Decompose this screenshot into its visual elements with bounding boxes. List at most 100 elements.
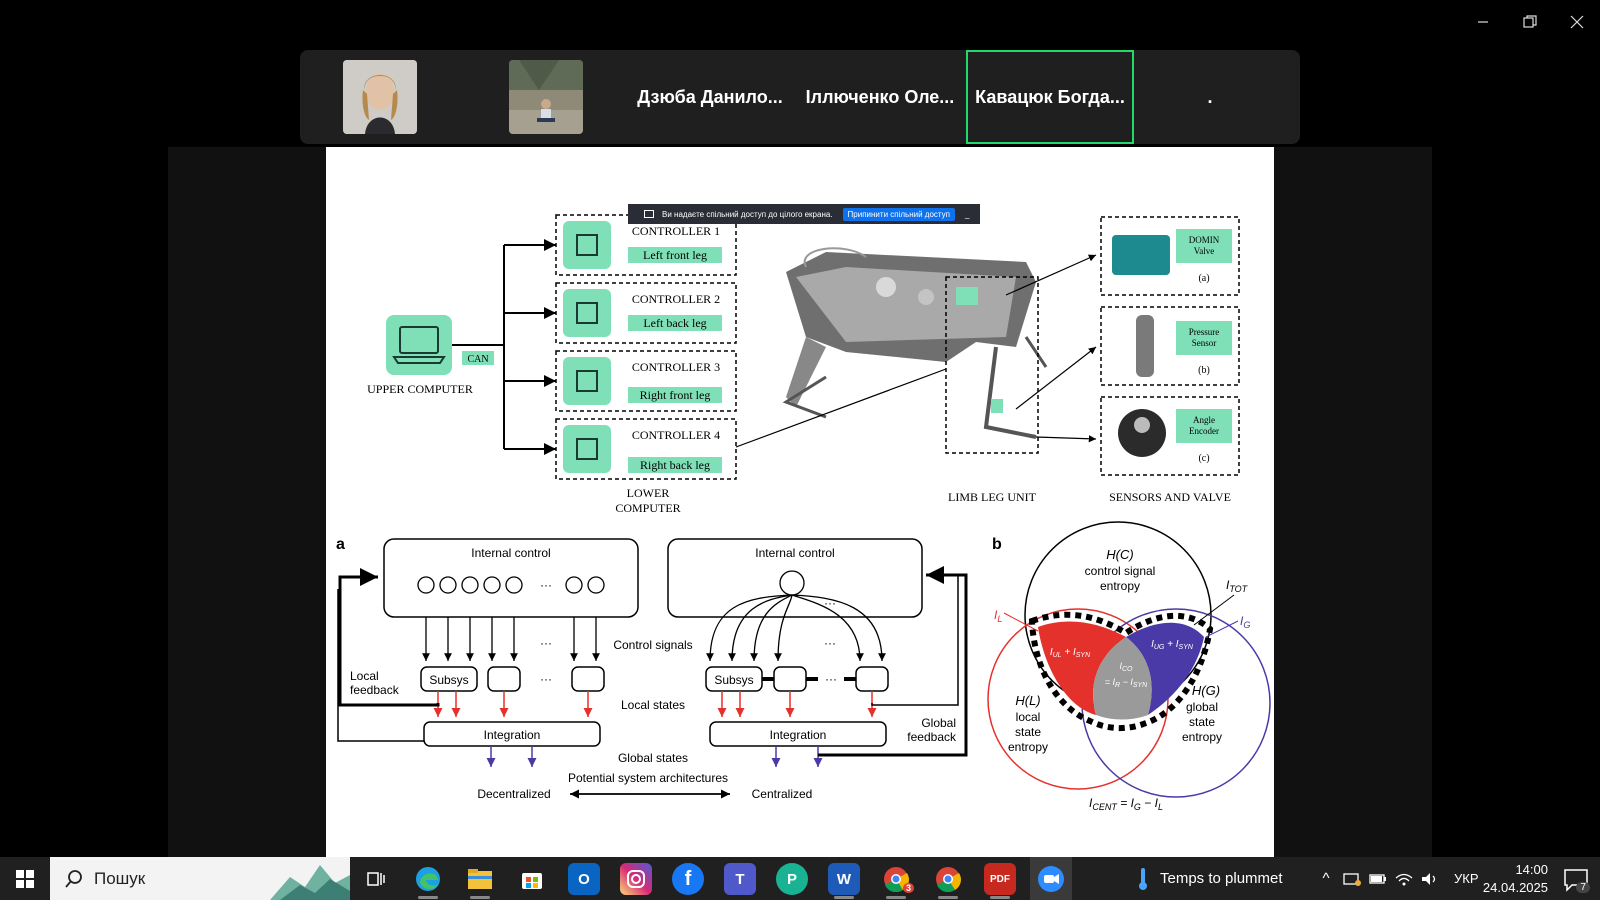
clock-time: 14:00 [1515, 862, 1548, 877]
teams-button[interactable]: T [724, 863, 756, 895]
subsys-label: Subsys [429, 673, 468, 687]
participant-name: Іллюченко Оле... [805, 86, 955, 107]
close-icon [1570, 15, 1583, 29]
restore-button[interactable] [1506, 0, 1553, 44]
picsart-button[interactable]: P [776, 863, 808, 895]
panel-a: a Internal control ··· ··· Subsys [336, 536, 968, 801]
participant-avatar [343, 60, 417, 134]
integration-label: Integration [484, 728, 541, 742]
robot-illustration [782, 247, 1048, 439]
potential-arch-label: Potential system architectures [568, 771, 728, 785]
file-explorer-button[interactable] [464, 863, 496, 899]
central-lens [1093, 637, 1152, 720]
participant-name-tile[interactable]: . [1180, 50, 1240, 144]
search-highlight-art [270, 865, 350, 900]
task-view-icon [367, 872, 385, 886]
meet-now-icon[interactable] [1342, 871, 1362, 887]
participant-name-tile[interactable]: Дзюба Данило... [630, 50, 790, 144]
instagram-button[interactable] [620, 863, 652, 895]
share-banner-text: Ви надаєте спільний доступ до цілого екр… [662, 209, 833, 219]
participant-avatar [509, 60, 583, 134]
chip-icon [576, 438, 598, 460]
laptop-icon [399, 326, 439, 354]
picsart-icon: P [786, 870, 797, 888]
decentralized-label: Decentralized [477, 787, 550, 801]
system-tray: ^ УКР [1316, 857, 1479, 900]
sensors-valve-label: SENSORS AND VALVE [1109, 490, 1231, 504]
minimize-icon [1477, 21, 1488, 23]
file-explorer-icon [468, 869, 492, 889]
minimize-button[interactable] [1459, 0, 1506, 44]
show-hidden-icon[interactable]: ^ [1322, 870, 1330, 887]
itot-label: ITOT [1226, 578, 1249, 594]
language-indicator[interactable]: УКР [1454, 871, 1479, 886]
windows-logo-icon [16, 869, 34, 888]
shared-slide: UPPER COMPUTER CAN CONTROLLER 1 Left fro… [326, 147, 1274, 857]
participant-name: Дзюба Данило... [637, 86, 783, 107]
outlook-icon: O [578, 870, 590, 888]
upper-computer-label: UPPER COMPUTER [367, 382, 473, 396]
limb-leg-unit-label: LIMB LEG UNIT [948, 490, 1037, 504]
taskbar-search-box[interactable]: Пошук [50, 857, 350, 900]
store-button[interactable] [516, 863, 548, 895]
banner-more-button[interactable]: _ [964, 209, 970, 219]
controller-title: CONTROLLER 4 [632, 428, 720, 442]
active-speaker-tile[interactable]: Кавацюк Богда... [966, 50, 1134, 144]
facebook-button[interactable]: f [672, 863, 704, 895]
pdf-button[interactable]: PDF [984, 863, 1016, 899]
controller-leg: Right front leg [640, 388, 711, 402]
il-label: IL [994, 608, 1002, 624]
search-icon [65, 869, 82, 888]
chrome-icon [884, 867, 909, 892]
control-signals-label: Control signals [613, 638, 692, 652]
task-view-button[interactable] [360, 863, 392, 895]
formula-label: ICENT = IG − IL [1089, 796, 1163, 812]
chrome-badge: 3 [902, 883, 914, 893]
share-banner: Ви надаєте спільний доступ до цілого екр… [628, 204, 980, 224]
local-lens [1038, 621, 1126, 715]
ellipsis: ··· [824, 596, 836, 610]
volume-icon[interactable] [1420, 871, 1440, 887]
centralized-label: Centralized [752, 787, 813, 801]
sensor-tag: (b) [1198, 365, 1210, 376]
participant-video-tile[interactable] [506, 50, 586, 144]
wifi-icon[interactable] [1394, 871, 1414, 887]
can-label: CAN [467, 354, 488, 365]
outlook-button[interactable]: O [568, 863, 600, 895]
subsys-label: Subsys [714, 673, 753, 687]
word-icon: W [836, 870, 852, 888]
search-placeholder: Пошук [94, 868, 146, 888]
global-states-label: Global states [618, 751, 688, 765]
participant-name-tile[interactable]: Іллюченко Оле... [800, 50, 960, 144]
notification-icon [1564, 869, 1588, 892]
edge-button[interactable] [412, 863, 444, 899]
close-button[interactable] [1553, 0, 1600, 44]
pdf-icon: PDF [990, 873, 1010, 885]
zoom-button[interactable] [1030, 857, 1072, 900]
controller-leg: Right back leg [640, 458, 710, 472]
taskbar-clock[interactable]: 14:00 24.04.2025 [1483, 861, 1548, 897]
stop-share-button[interactable]: Припинити спільний доступ [842, 207, 955, 221]
weather-widget[interactable]: Temps to plummet [1136, 857, 1283, 900]
battery-icon[interactable] [1368, 871, 1388, 887]
panel-a-label: a [336, 536, 345, 553]
chrome-profile-button[interactable] [932, 863, 964, 899]
facebook-icon: f [684, 867, 692, 890]
word-button[interactable]: W [828, 863, 860, 899]
start-button[interactable] [0, 857, 50, 900]
thermometer-icon [1139, 867, 1147, 890]
participant-video-tile[interactable] [340, 50, 420, 144]
store-icon [522, 873, 542, 889]
weather-text: Temps to plummet [1160, 870, 1283, 887]
chrome-button[interactable]: 3 [880, 863, 914, 899]
controller-4: CONTROLLER 4 Right back leg [555, 418, 737, 480]
integration-label: Integration [770, 728, 827, 742]
notification-center-button[interactable]: 7 [1562, 865, 1590, 893]
global-lens [1126, 622, 1204, 715]
ellipsis: ··· [540, 578, 552, 592]
